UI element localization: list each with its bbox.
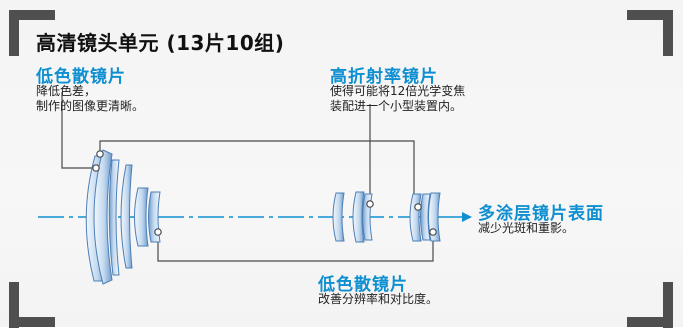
leader-low-dispersion-bottom	[157, 232, 434, 262]
callout-high-refraction-heading: 高折射率镜片	[330, 67, 438, 87]
callout-low-dispersion-top-description: 降低色差， 制作的图像更清晰。	[36, 84, 145, 113]
frame-corner-bottom-left	[9, 282, 19, 328]
lens-element	[120, 164, 133, 269]
callout-low-dispersion-top-heading: 低色散镜片	[36, 67, 126, 87]
frame-corner-bottom-left	[9, 317, 55, 327]
leader-low-dispersion-top	[61, 92, 96, 169]
callout-multi-coating-description: 减少光斑和重影。	[478, 221, 575, 235]
frame-corner-bottom-right	[627, 317, 673, 327]
callout-dot	[154, 228, 162, 236]
frame-corner-top-left	[9, 10, 55, 20]
callout-dots	[92, 150, 437, 236]
lens-group-middle	[332, 191, 373, 243]
axis-arrow-icon	[462, 212, 472, 222]
callout-dot	[429, 228, 437, 236]
callout-dot	[96, 150, 104, 158]
lens-element	[332, 192, 345, 242]
frame-corner-top-right	[663, 10, 673, 56]
lens-element	[409, 193, 422, 242]
lens-element	[108, 159, 120, 276]
callout-dot	[414, 203, 422, 211]
callout-low-dispersion-bottom-description: 改善分辨率和对比度。	[318, 292, 439, 306]
callout-dot	[92, 164, 100, 172]
frame-corner-top-right	[627, 10, 673, 20]
frame-corner-top-left	[9, 10, 19, 56]
frame-corner-bottom-right	[663, 282, 673, 328]
callout-high-refraction-description: 使得可能将12倍光学变焦 装配进一个小型装置内。	[330, 84, 466, 113]
callout-low-dispersion-bottom-heading: 低色散镜片	[318, 275, 408, 295]
lens-element	[93, 149, 113, 285]
callout-multi-coating-heading: 多涂层镜片表面	[478, 204, 604, 224]
lens-element	[134, 187, 149, 247]
diagram-title: 高清镜头单元 (13片10组)	[36, 31, 285, 55]
lens-element	[352, 191, 365, 243]
callout-dot	[366, 200, 374, 208]
